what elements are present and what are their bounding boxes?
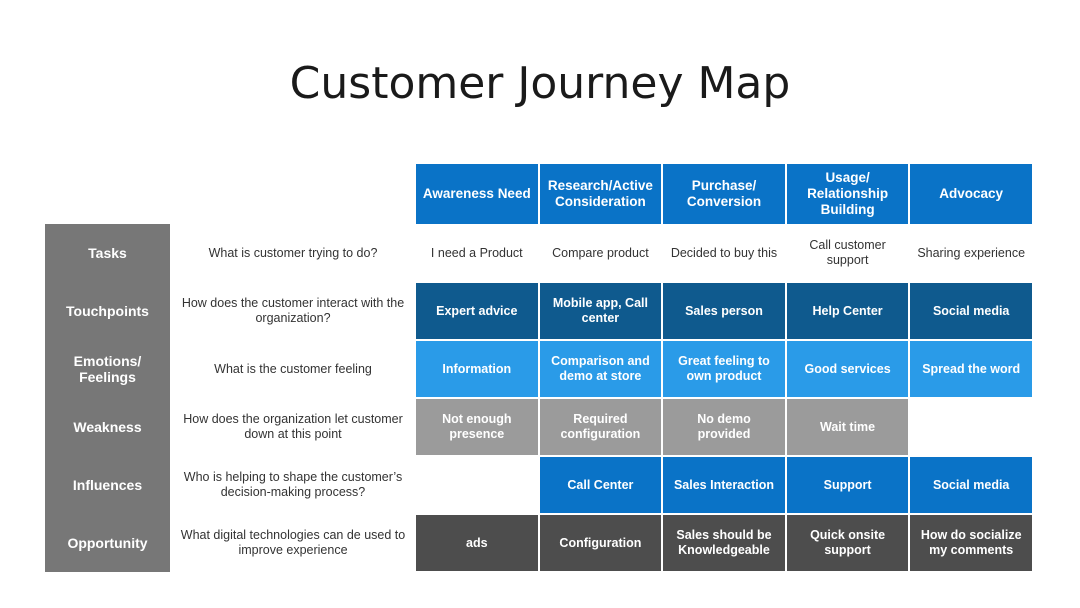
journey-cell: Compare product	[539, 225, 662, 281]
row-cells: Information Comparison and demo at store…	[416, 341, 1032, 397]
journey-cell: Great feeling to own product	[663, 341, 785, 397]
journey-cell: Mobile app, Call center	[539, 283, 662, 339]
journey-cell: Comparison and demo at store	[539, 341, 662, 397]
row-touchpoints: Touchpoints How does the customer intera…	[45, 282, 1032, 340]
journey-cell: Sales person	[663, 283, 785, 339]
journey-cell: No demo provided	[663, 399, 785, 455]
row-cells: Expert advice Mobile app, Call center Sa…	[416, 283, 1032, 339]
journey-cell: Sharing experience	[910, 225, 1032, 281]
journey-cell: ads	[416, 515, 538, 571]
stage-header: Usage/ Relationship Building	[786, 164, 909, 224]
journey-cell: Sales should be Knowledgeable	[663, 515, 785, 571]
journey-cell: I need a Product	[416, 225, 538, 281]
journey-cell: Social media	[910, 457, 1032, 513]
journey-cell: Social media	[910, 283, 1032, 339]
journey-cell: Expert advice	[416, 283, 538, 339]
row-question: How does the organization let customer d…	[183, 412, 403, 441]
row-cells: I need a Product Compare product Decided…	[416, 225, 1032, 281]
row-question: What is customer trying to do?	[208, 245, 378, 260]
row-question: What digital technologies can de used to…	[180, 528, 406, 557]
journey-cell: Call customer support	[786, 225, 909, 281]
row-weakness: Weakness How does the organization let c…	[45, 398, 1032, 456]
row-tasks: Tasks What is customer trying to do? I n…	[45, 224, 1032, 282]
journey-cell-empty	[416, 457, 538, 513]
row-influences: Influences Who is helping to shape the c…	[45, 456, 1032, 514]
row-cells: Not enough presence Required configurati…	[416, 399, 1032, 455]
journey-cell: Not enough presence	[416, 399, 538, 455]
row-question: What is the customer feeling	[214, 361, 372, 376]
row-label: Influences	[45, 456, 170, 514]
stage-header: Awareness Need	[416, 164, 538, 224]
journey-cell: Wait time	[786, 399, 909, 455]
journey-cell: Help Center	[786, 283, 909, 339]
row-cells: ads Configuration Sales should be Knowle…	[416, 515, 1032, 571]
journey-cell: How do socialize my comments	[910, 515, 1032, 571]
row-question: Who is helping to shape the customer’s d…	[183, 470, 403, 499]
row-label: Emotions/ Feelings	[45, 340, 170, 398]
page-title: Customer Journey Map	[289, 58, 791, 109]
row-cells: Call Center Sales Interaction Support So…	[416, 457, 1032, 513]
row-label: Tasks	[45, 224, 170, 282]
stage-header: Research/Active Consideration	[539, 164, 662, 224]
stage-header: Purchase/ Conversion	[663, 164, 785, 224]
row-label: Touchpoints	[45, 282, 170, 340]
journey-cell: Call Center	[539, 457, 662, 513]
journey-cell-empty	[910, 399, 1032, 455]
stage-header-row: Awareness Need Research/Active Considera…	[416, 164, 1032, 224]
journey-cell: Sales Interaction	[663, 457, 785, 513]
row-opportunity: Opportunity What digital technologies ca…	[45, 514, 1032, 572]
row-label: Weakness	[45, 398, 170, 456]
journey-cell: Good services	[786, 341, 909, 397]
row-question: How does the customer interact with the …	[181, 296, 405, 325]
journey-cell: Quick onsite support	[786, 515, 909, 571]
journey-cell: Information	[416, 341, 538, 397]
journey-cell: Required configuration	[539, 399, 662, 455]
row-label: Opportunity	[45, 514, 170, 572]
journey-cell: Support	[786, 457, 909, 513]
stage-header: Advocacy	[910, 164, 1032, 224]
row-emotions: Emotions/ Feelings What is the customer …	[45, 340, 1032, 398]
journey-cell: Decided to buy this	[663, 225, 785, 281]
journey-cell: Configuration	[539, 515, 662, 571]
journey-cell: Spread the word	[910, 341, 1032, 397]
